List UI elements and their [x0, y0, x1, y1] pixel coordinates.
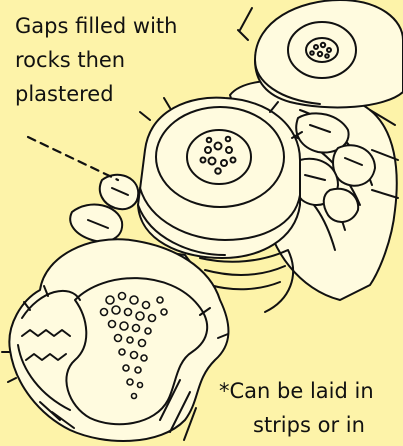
laying-note: *Can be laid in strips or in	[219, 374, 403, 442]
gaps-annotation: Gaps filled with rocks then plastered	[15, 9, 225, 111]
gaps-annotation-line-2: rocks then	[15, 48, 125, 72]
gaps-annotation-line-3: plastered	[15, 82, 114, 106]
laying-note-line-1: *Can be laid in	[219, 379, 374, 403]
front-cutaway-bag	[2, 239, 228, 441]
laying-note-line-2: strips or in	[219, 408, 403, 442]
gaps-annotation-line-1: Gaps filled with	[15, 14, 177, 38]
leader-line	[28, 137, 118, 180]
middle-bag-end	[138, 98, 302, 258]
